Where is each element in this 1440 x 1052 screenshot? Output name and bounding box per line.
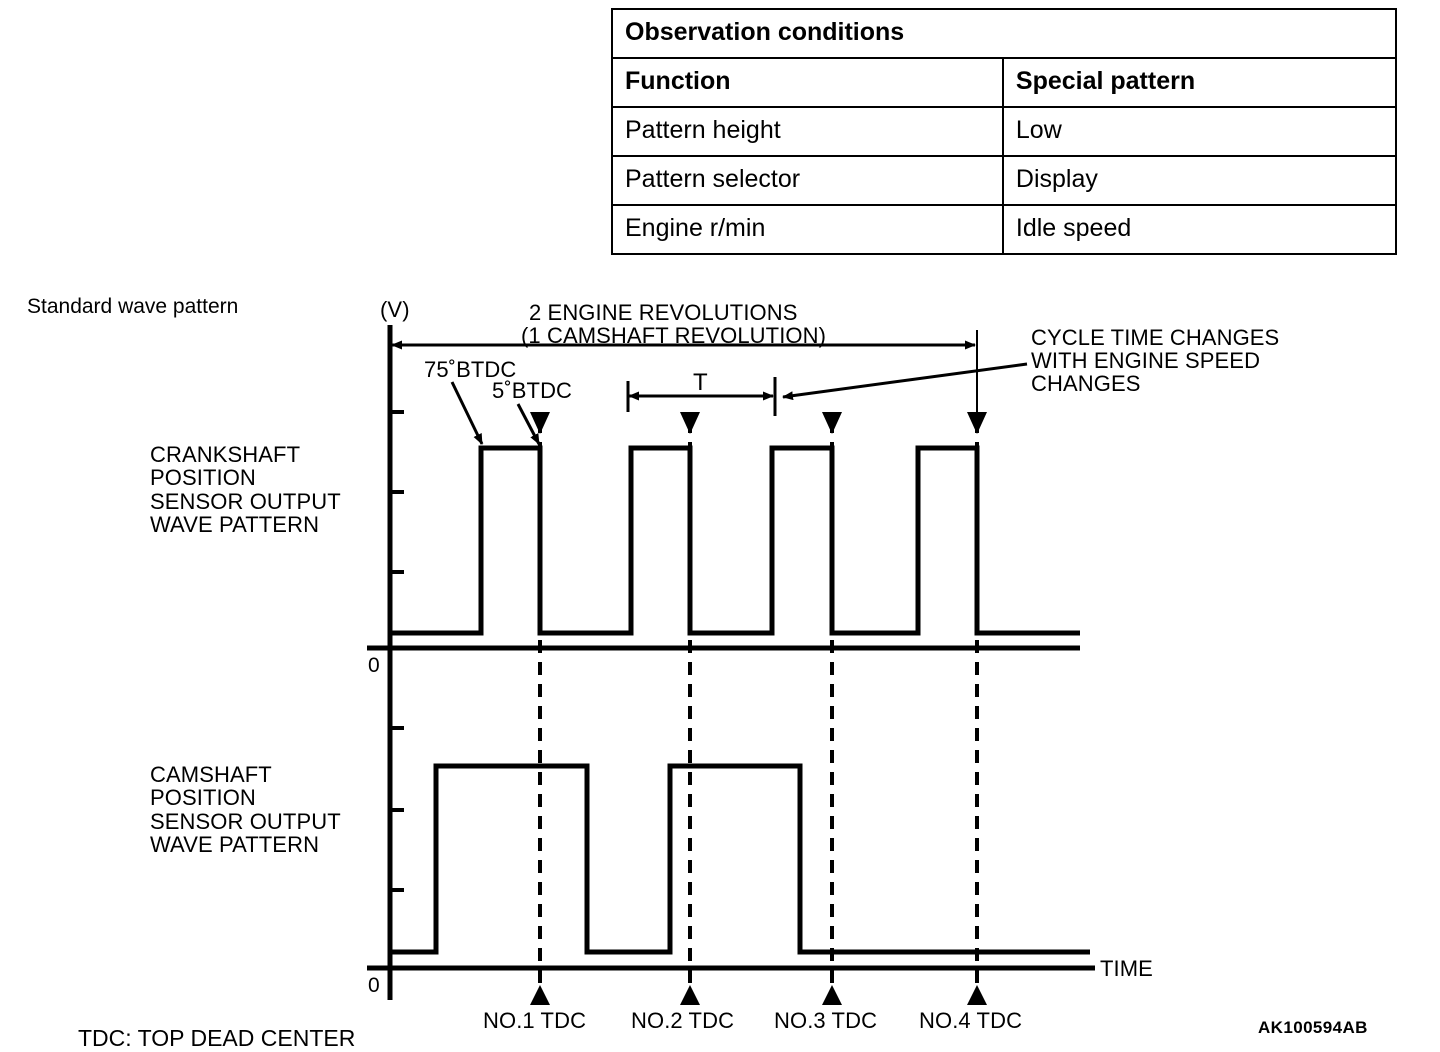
waveform-plot: [367, 325, 1095, 1005]
observation-conditions-table: Observation conditions Function Special …: [611, 8, 1398, 255]
tdc-marker-bottom-3: [822, 985, 842, 1005]
tdc-label-4: NO.4 TDC: [919, 1008, 1023, 1033]
cam-axis-ticks: [390, 726, 404, 892]
cell-function-pattern-selector: Pattern selector: [611, 155, 1004, 206]
tdc-marker-top-3: [822, 412, 842, 434]
tdc-label-1: NO.1 TDC: [483, 1008, 587, 1033]
cycle-time-leader-arrow: [782, 362, 1028, 401]
tdc-dashed-lines: [538, 420, 979, 985]
btdc-75-leader-arrow: [450, 381, 484, 445]
cell-value-pattern-selector: Display: [1001, 155, 1398, 206]
tdc-label-3: NO.3 TDC: [774, 1008, 878, 1033]
btdc-5-leader-arrow: [516, 403, 541, 445]
cycle-time-line3: CHANGES: [1031, 371, 1141, 396]
tdc-label-2: NO.2 TDC: [631, 1008, 735, 1033]
tdc-marker-top-1: [530, 412, 550, 434]
camshaft-waveform-trace: [390, 763, 1090, 955]
tdc-bottom-markers: [530, 985, 987, 1005]
zero-label-bottom: 0: [368, 974, 380, 997]
reference-code: AK100594AB: [1258, 1018, 1368, 1037]
cell-function-engine-rmin: Engine r/min: [611, 204, 1004, 255]
crankshaft-waveform-trace: [390, 445, 1080, 636]
crankshaft-sensor-label: CRANKSHAFT POSITION SENSOR OUTPUT WAVE P…: [150, 442, 341, 537]
cycle-time-line1: CYCLE TIME CHANGES: [1031, 325, 1280, 350]
tdc-marker-bottom-1: [530, 985, 550, 1005]
column-header-special-pattern: Special pattern: [1001, 57, 1398, 108]
column-header-function: Function: [611, 57, 1004, 108]
btdc-5-label: 5˚BTDC: [492, 378, 573, 403]
cell-value-pattern-height: Low: [1001, 106, 1398, 157]
tdc-marker-bottom-2: [680, 985, 700, 1005]
tdc-marker-bottom-4: [967, 985, 987, 1005]
table-row: Pattern selector Display: [611, 155, 1398, 206]
tdc-legend: TDC: TOP DEAD CENTER: [78, 1025, 356, 1051]
cell-function-pattern-height: Pattern height: [611, 106, 1004, 157]
period-symbol-label: T: [693, 369, 708, 396]
cycle-time-line2: WITH ENGINE SPEED: [1031, 348, 1261, 373]
standard-wave-pattern-label: Standard wave pattern: [27, 295, 239, 318]
cell-value-engine-rmin: Idle speed: [1001, 204, 1398, 255]
table-row-header: Function Special pattern: [611, 57, 1398, 108]
time-axis-label: TIME: [1100, 956, 1153, 981]
crank-axis-ticks: [390, 410, 404, 574]
tdc-marker-top-4: [967, 412, 987, 434]
table-row: Engine r/min Idle speed: [611, 204, 1398, 255]
table-row: Pattern height Low: [611, 106, 1398, 157]
table-row-title: Observation conditions: [611, 8, 1397, 59]
tdc-marker-top-2: [680, 412, 700, 434]
voltage-axis-label: (V): [380, 297, 410, 322]
btdc-75-label: 75˚BTDC: [424, 357, 517, 382]
camshaft-sensor-label: CAMSHAFT POSITION SENSOR OUTPUT WAVE PAT…: [150, 762, 341, 857]
observation-title: Observation conditions: [611, 8, 1397, 59]
two-engine-revolutions-line1: 2 ENGINE REVOLUTIONS: [529, 300, 798, 325]
zero-label-top: 0: [368, 654, 380, 677]
tdc-top-markers: [530, 412, 987, 434]
